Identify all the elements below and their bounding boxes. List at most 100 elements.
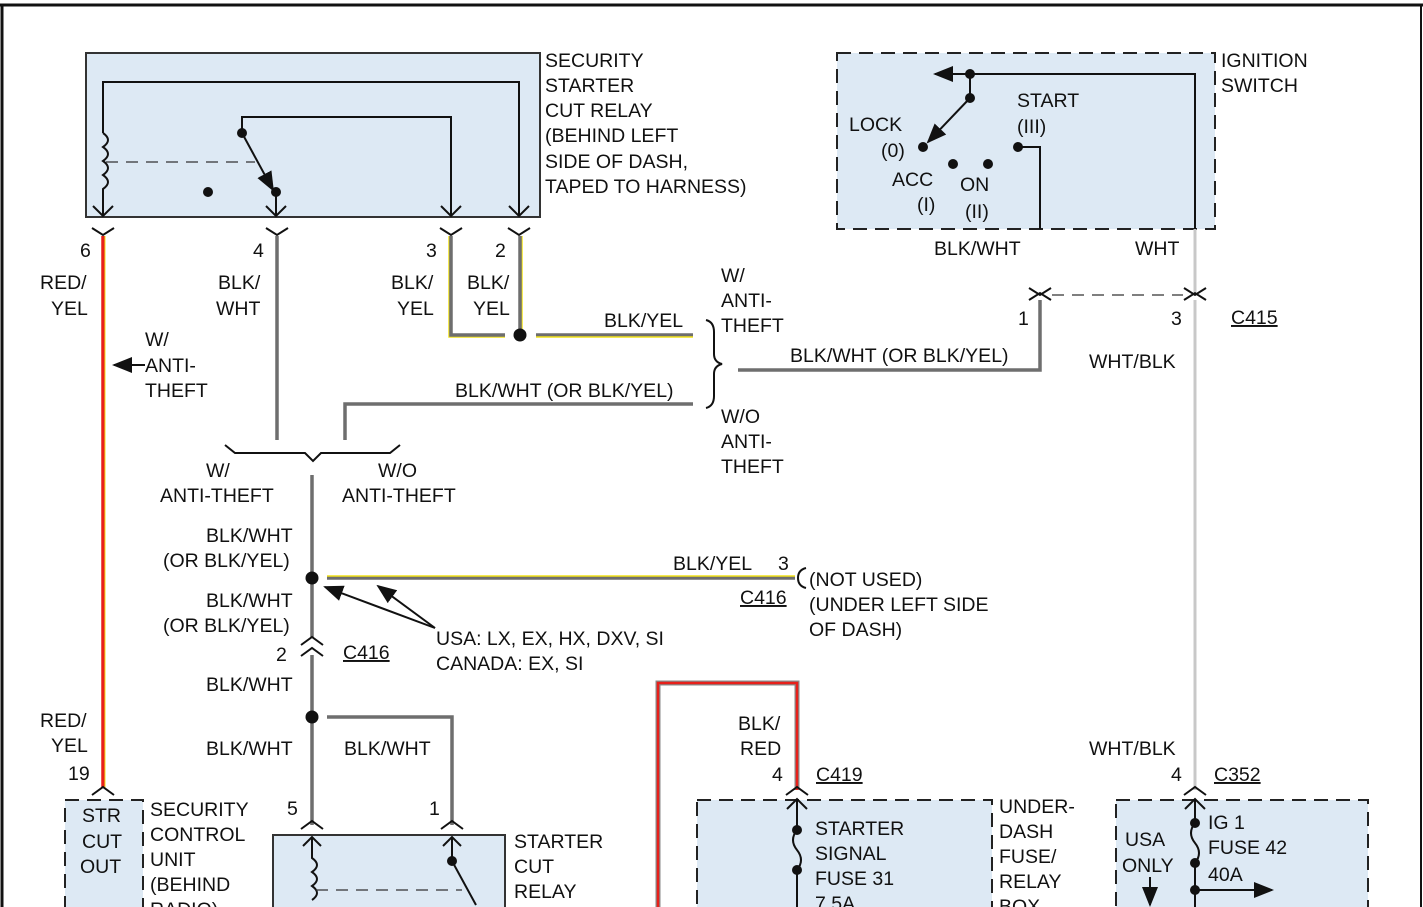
diagram-label: W/O [721,406,760,428]
diagram-label: SWITCH [1221,75,1298,97]
diagram-label: (I) [917,194,935,216]
diagram-label: (III) [1017,116,1046,138]
diagram-label: BLK/WHT [344,738,431,760]
diagram-label: W/ [145,329,169,351]
diagram-label: BLK/ [218,272,261,294]
diagram-label: THEFT [145,380,208,402]
diagram-label: 3 [426,240,437,262]
diagram-label: BLK/ [738,713,781,735]
diagram-label: BLK/YEL [673,553,752,575]
ignition-switch: LOCK (0) ACC (I) ON (II) START (III) IGN… [836,50,1308,230]
diagram-label: (UNDER LEFT SIDE [809,594,989,616]
option-brace [705,319,723,409]
diagram-label: RELAY [999,871,1062,893]
diagram-label: WHT [216,298,260,320]
diagram-label: THEFT [721,456,784,478]
diagram-label: 7.5A [815,893,855,907]
wire-blk-wht-mid [343,402,693,440]
diagram-label: START [1017,90,1079,112]
diagram-label: 3 [1171,308,1182,330]
splice-dot [305,571,319,585]
diagram-label: BLK/WHT (OR BLK/YEL) [790,345,1009,367]
diagram-label: TAPED TO HARNESS) [545,176,747,198]
connector-c415-label: C415 [1231,307,1278,329]
diagram-label: (II) [965,201,989,223]
diagram-label: 4 [772,764,783,786]
starter-cut-relay: STARTER CUT RELAY [272,831,603,907]
diagram-label: W/O [378,460,417,482]
diagram-label: RED/ [40,710,87,732]
diagram-label: ANTI- [721,431,772,453]
diagram-label: 40A [1208,864,1243,886]
diagram-label: BLK/ [467,272,510,294]
diagram-label: ANTI- [721,290,772,312]
diagram-label: FUSE/ [999,846,1057,868]
diagram-label: BLK/WHT [206,674,293,696]
diagram-label: CUT RELAY [545,100,653,122]
diagram-label: ACC [892,169,933,191]
diagram-label: (BEHIND [150,874,230,896]
diagram-label: BLK/WHT [206,525,293,547]
diagram-label: (OR BLK/YEL) [163,615,290,637]
diagram-label: (OR BLK/YEL) [163,550,290,572]
diagram-label: DASH [999,821,1053,843]
diagram-label: STARTER [815,818,904,840]
diagram-label: BLK/WHT [206,738,293,760]
diagram-label: 4 [1171,764,1182,786]
connector-c416-right-label: C416 [740,587,787,609]
diagram-label: STARTER [545,75,634,97]
connector-c415 [1028,287,1207,301]
diagram-label: (BEHIND LEFT [545,125,678,147]
diagram-label: 3 [778,553,789,575]
connector-c419-label: C419 [816,764,863,786]
security-starter-cut-relay [85,52,541,237]
diagram-label: IGNITION [1221,50,1308,72]
diagram-label: WHT [1135,238,1179,260]
diagram-label: THEFT [721,315,784,337]
wire-blk-wht-right [738,300,1042,372]
diagram-label: STR [82,805,121,827]
diagram-label: ON [960,174,989,196]
diagram-label: STARTER [514,831,603,853]
diagram-label: SIDE OF DASH, [545,151,688,173]
diagram-label: ONLY [1122,855,1174,877]
diagram-label: 2 [276,644,287,666]
diagram-label: USA: LX, EX, HX, DXV, SI [436,628,664,650]
diagram-label: 1 [429,798,440,820]
diagram-label: ANTI- [145,355,196,377]
diagram-label: 19 [68,763,90,785]
ig1-fuse-box: USA ONLY IG 1 FUSE 42 40A [1115,797,1369,907]
diagram-label: RELAY [514,881,577,903]
diagram-label: RADIO) [150,899,218,907]
diagram-label: YEL [51,298,88,320]
diagram-label: WHT/BLK [1089,351,1176,373]
diagram-label: RED [740,738,781,760]
diagram-label: 6 [80,240,91,262]
diagram-label: CANADA: EX, SI [436,653,583,675]
option-bracket [224,444,401,463]
diagram-label: BOX [999,896,1040,907]
splice-dot [513,328,527,342]
diagram-label: W/ [721,265,745,287]
wire-blk-yel-pin3 [448,236,505,338]
splice-dot [305,710,319,724]
wires [91,229,1207,907]
diagram-label: IG 1 [1208,812,1245,834]
diagram-label: YEL [51,735,88,757]
under-dash-fuse-relay-box: STARTER SIGNAL FUSE 31 7.5A UNDER- DASH … [696,796,1075,907]
connector-c416 [300,635,324,657]
diagram-label: BLK/WHT (OR BLK/YEL) [455,380,674,402]
diagram-label: UNIT [150,849,196,871]
diagram-label: 2 [495,240,506,262]
diagram-label: FUSE 31 [815,868,894,890]
diagram-label: 5 [287,798,298,820]
diagram-label: ANTI-THEFT [160,485,274,507]
wire-labels: 6 4 3 2 RED/ YEL BLK/ WHT BLK/ YEL BLK/ … [40,238,1278,820]
diagram-label: LOCK [849,114,902,136]
diagram-label: RED/ [40,272,87,294]
diagram-label: WHT/BLK [1089,738,1176,760]
connector-c352-label: C352 [1214,764,1261,786]
diagram-label: CUT [82,831,122,853]
diagram-label: FUSE 42 [1208,837,1287,859]
